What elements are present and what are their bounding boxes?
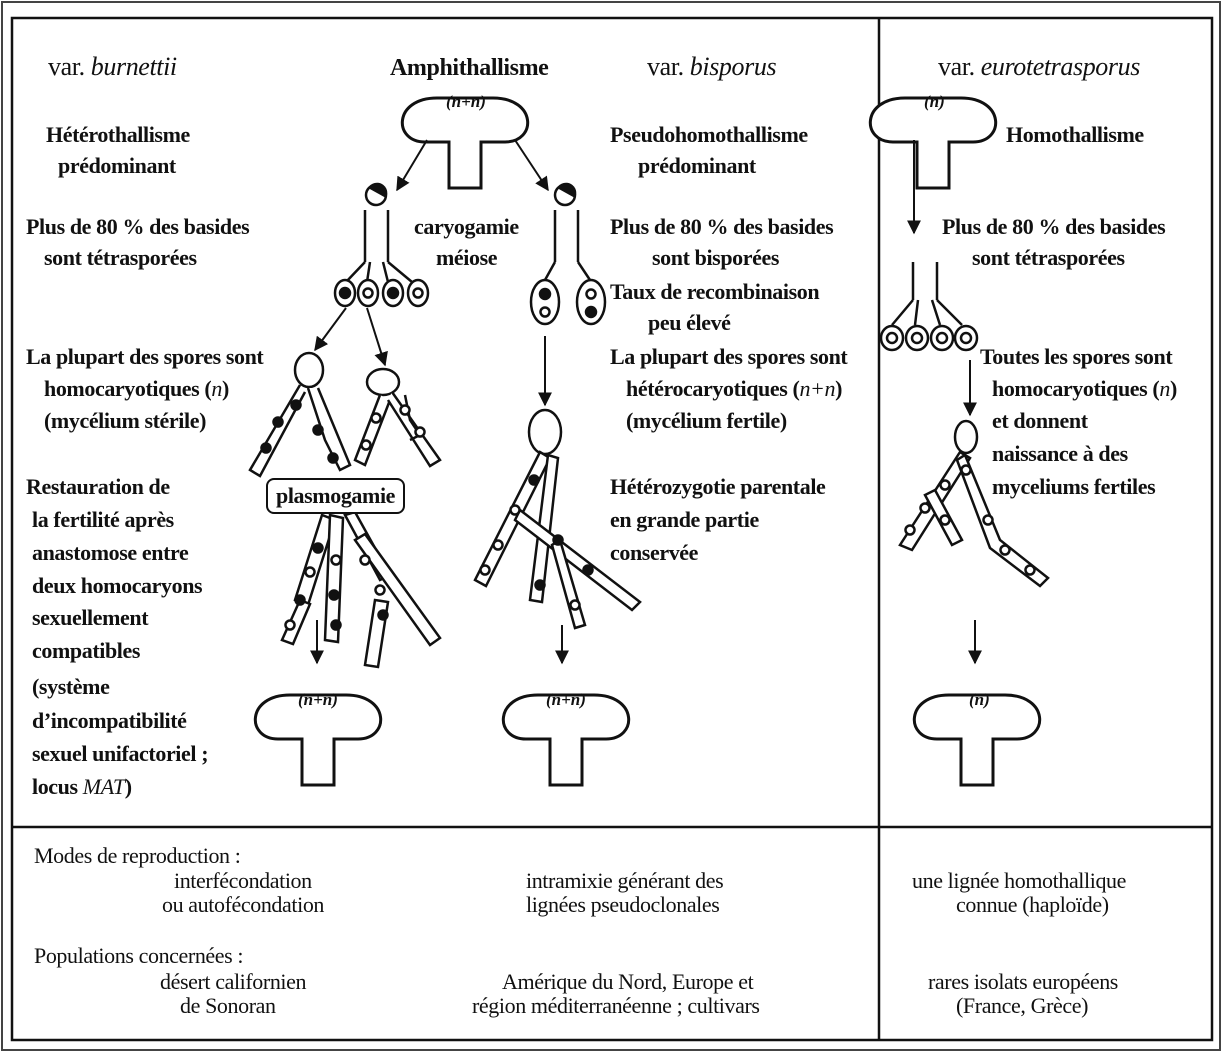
col1-basides-1: Plus de 80 % des basides xyxy=(26,214,250,239)
pop-title: Populations concernées : xyxy=(34,943,244,968)
col2-basides-1: Plus de 80 % des basides xyxy=(610,214,834,239)
arrow-to-basidium-left xyxy=(396,139,428,192)
col3-basides-2: sont tétrasporées xyxy=(972,245,1125,270)
table-border xyxy=(10,16,1214,1042)
modes-col3-2: connue (haploïde) xyxy=(956,892,1109,917)
basidium-col3 xyxy=(879,262,979,352)
pop-col2-1: Amérique du Nord, Europe et xyxy=(502,969,754,994)
mushroom-label-bottom-right: (n) xyxy=(969,690,990,709)
col1-rest-4: deux homocaryons xyxy=(32,573,203,598)
col1-mode-2: prédominant xyxy=(58,153,176,178)
col1-rest-10: locus MAT) xyxy=(32,774,132,799)
col1-rest-9: sexuel unifactoriel ; xyxy=(32,741,209,766)
modes-col1-2: ou autofécondation xyxy=(162,892,325,917)
col3-spores-3: et donnent xyxy=(992,408,1088,433)
col2-spores-2: hétérocaryotiques (n+n) xyxy=(626,376,843,401)
mushroom-label-bottom-center: (n+n) xyxy=(546,690,586,709)
arrow-to-basidium-right xyxy=(514,139,549,192)
col2-spores-3: (mycélium fertile) xyxy=(626,408,787,433)
meiose-label: méiose xyxy=(436,245,498,270)
col3-spores-4: naissance à des xyxy=(992,441,1128,466)
mycelium-col1-top xyxy=(248,351,442,478)
col2-mode: Pseudohomothallisme xyxy=(610,122,808,147)
arrow-spore-right xyxy=(366,307,388,367)
col2-het-2: en grande partie xyxy=(610,507,759,532)
basidium-col2 xyxy=(529,182,607,326)
col3-variety-title: var. eurotetrasporus xyxy=(938,52,1140,81)
modes-col1-1: interfécondation xyxy=(174,868,312,893)
col2-variety-title: var. bisporus xyxy=(647,52,777,81)
col3-spores-1: Toutes les spores sont xyxy=(980,344,1173,369)
col1-rest-6: compatibles xyxy=(32,638,141,663)
mushroom-label-top-center: (n+n) xyxy=(446,92,486,111)
col1-variety-title: var. burnettii xyxy=(48,52,177,81)
col1-rest-1: Restauration de xyxy=(26,474,170,499)
col1-rest-7: (système xyxy=(32,674,110,699)
col2-mode-2: prédominant xyxy=(638,153,756,178)
modes-col2-2: lignées pseudoclonales xyxy=(526,892,720,917)
col2-basides-2: sont bisporées xyxy=(652,245,780,270)
col1-rest-2: la fertilité après xyxy=(32,507,174,532)
col3-spores-5: myceliums fertiles xyxy=(992,474,1156,499)
mycelium-col1-bottom xyxy=(280,510,442,669)
col3-spores-2: homocaryotiques (n) xyxy=(992,376,1177,401)
caryogamie-label: caryogamie xyxy=(414,214,519,239)
modes-col3-1: une lignée homothallique xyxy=(912,868,1127,893)
col1-rest-8: d’incompatibilité xyxy=(32,708,187,733)
col1-spores-2: homocaryotiques (n) xyxy=(44,376,229,401)
center-mode-title: Amphithallisme xyxy=(390,55,549,81)
modes-title: Modes de reproduction : xyxy=(34,843,241,868)
pop-col1-1: désert californien xyxy=(160,969,307,994)
pop-col2-2: région méditerranéenne ; cultivars xyxy=(472,993,760,1018)
mushroom-label-top-right: (n) xyxy=(924,92,945,111)
col2-spores-1: La plupart des spores sont xyxy=(610,344,848,369)
mycelium-col2 xyxy=(473,408,642,630)
pop-col1-2: de Sonoran xyxy=(180,993,276,1018)
col1-mode: Hétérothallisme xyxy=(46,122,190,147)
col1-rest-5: sexuellement xyxy=(32,605,149,630)
col1-spores-3: (mycélium stérile) xyxy=(44,408,207,433)
col3-mode: Homothallisme xyxy=(1006,122,1144,147)
basidium-col1 xyxy=(333,182,430,308)
col2-het-1: Hétérozygotie parentale xyxy=(610,474,826,499)
col1-spores-1: La plupart des spores sont xyxy=(26,344,264,369)
col2-taux-1: Taux de recombinaison xyxy=(610,279,820,304)
col1-rest-3: anastomose entre xyxy=(32,540,189,565)
arrow-spore-left xyxy=(314,307,347,352)
mycelium-col3 xyxy=(898,419,1050,588)
plasmogamie-box: plasmogamie xyxy=(266,478,406,514)
col2-het-3: conservée xyxy=(610,540,699,565)
col1-basides-2: sont tétrasporées xyxy=(44,245,197,270)
mushroom-label-bottom-left: (n+n) xyxy=(298,690,338,709)
pop-col3-2: (France, Grèce) xyxy=(956,993,1089,1018)
col3-basides-1: Plus de 80 % des basides xyxy=(942,214,1166,239)
col2-taux-2: peu élevé xyxy=(648,310,731,335)
modes-col2-1: intramixie générant des xyxy=(526,868,724,893)
pop-col3-1: rares isolats européens xyxy=(928,969,1118,994)
